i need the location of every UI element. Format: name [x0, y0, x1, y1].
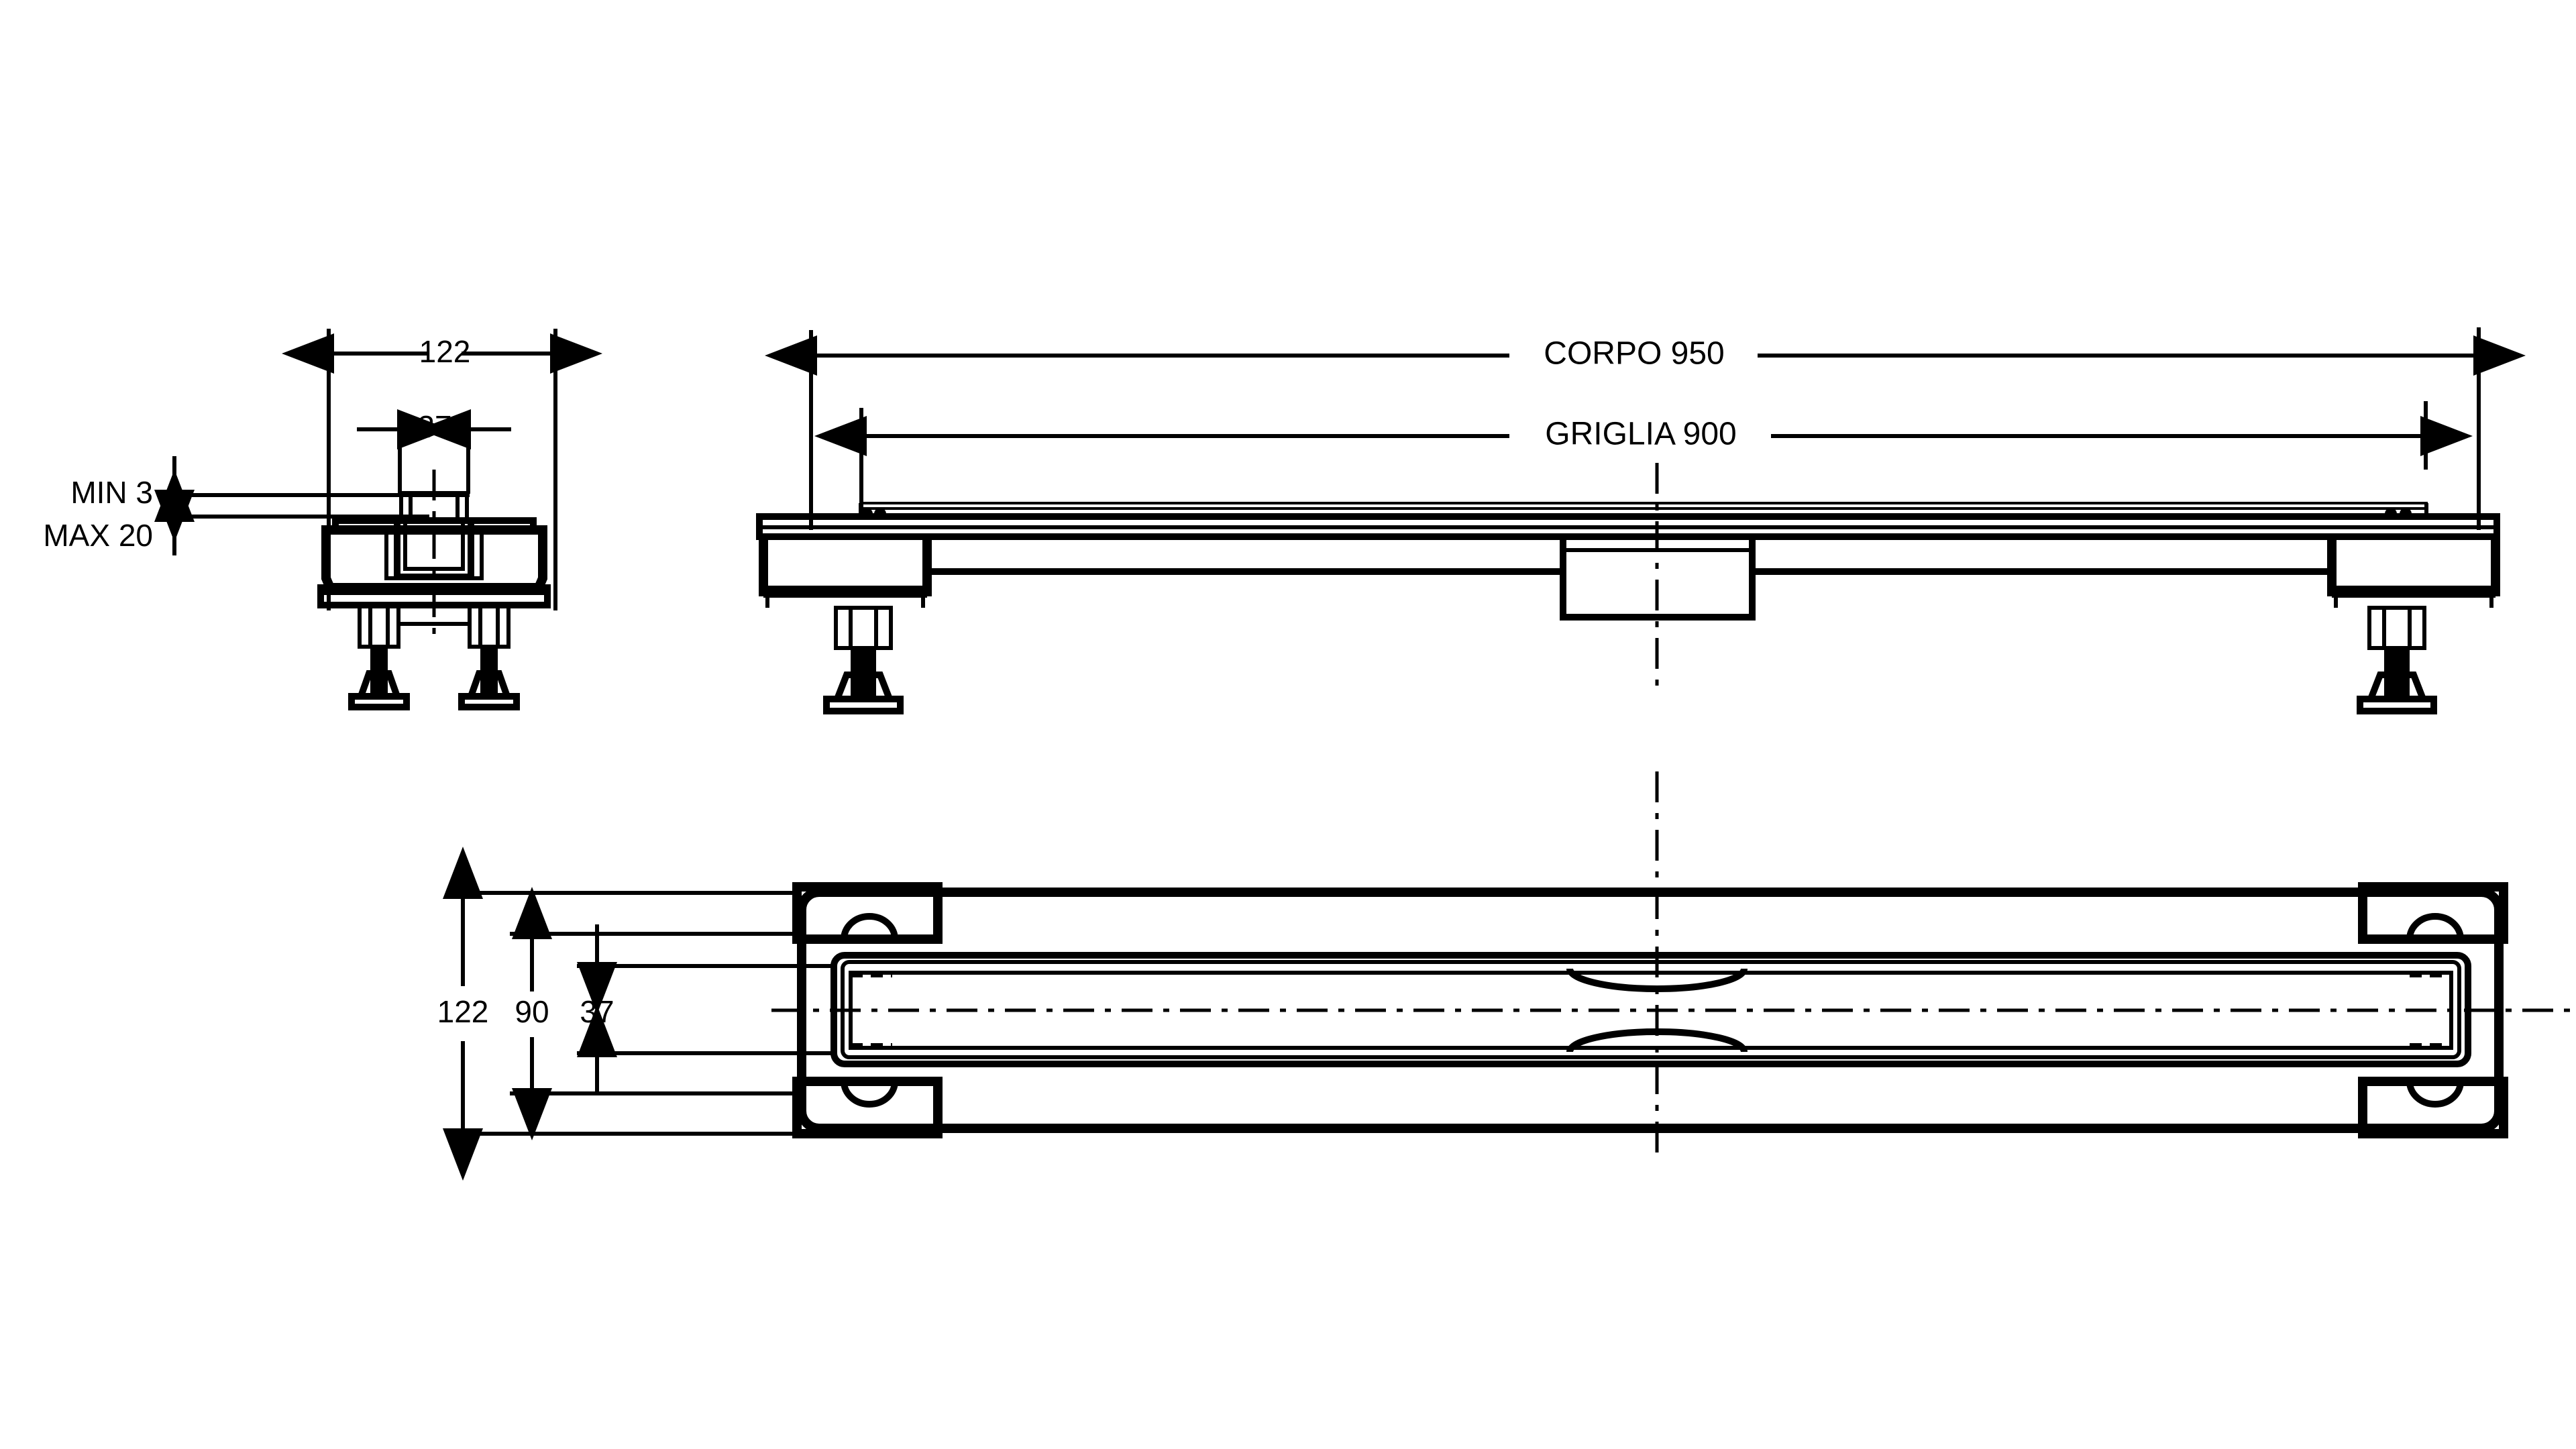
label-section-slot-37: 37 — [417, 409, 451, 444]
plan-drain-arcs — [1566, 968, 1748, 1053]
elev-clip-markers — [861, 508, 2412, 520]
label-max-20: MAX 20 — [43, 518, 153, 553]
elev-left-foot — [823, 606, 904, 714]
front-elevation-view — [756, 327, 2526, 714]
plan-witness-lines — [453, 891, 835, 1136]
elev-right-foot — [2357, 606, 2437, 714]
section-minmax-leaders — [154, 456, 470, 555]
section-left-foot — [348, 603, 410, 710]
label-section-width-122: 122 — [419, 334, 471, 369]
label-plan-width-37: 37 — [580, 994, 614, 1029]
plan-grating-frame — [830, 952, 2471, 1067]
label-griglia-900: GRIGLIA 900 — [1545, 417, 1737, 452]
elev-left-end-block — [759, 537, 932, 608]
plan-left-bracket — [792, 882, 943, 1138]
elev-drain-outlet — [1560, 537, 1756, 621]
section-body-geometry — [317, 491, 551, 710]
elev-right-end-block — [2327, 537, 2500, 608]
section-view — [154, 329, 602, 710]
plan-right-bracket — [2358, 882, 2508, 1138]
label-corpo-950: CORPO 950 — [1544, 336, 1724, 372]
plan-grating-slot — [849, 971, 2453, 1050]
plan-body-outline — [797, 888, 2504, 1133]
elev-body-top-plate — [756, 513, 2500, 540]
label-min-3: MIN 3 — [70, 475, 153, 510]
label-plan-width-122: 122 — [437, 994, 489, 1029]
plan-view — [443, 771, 2576, 1181]
label-plan-width-90: 90 — [515, 994, 549, 1029]
section-right-foot — [458, 603, 520, 710]
